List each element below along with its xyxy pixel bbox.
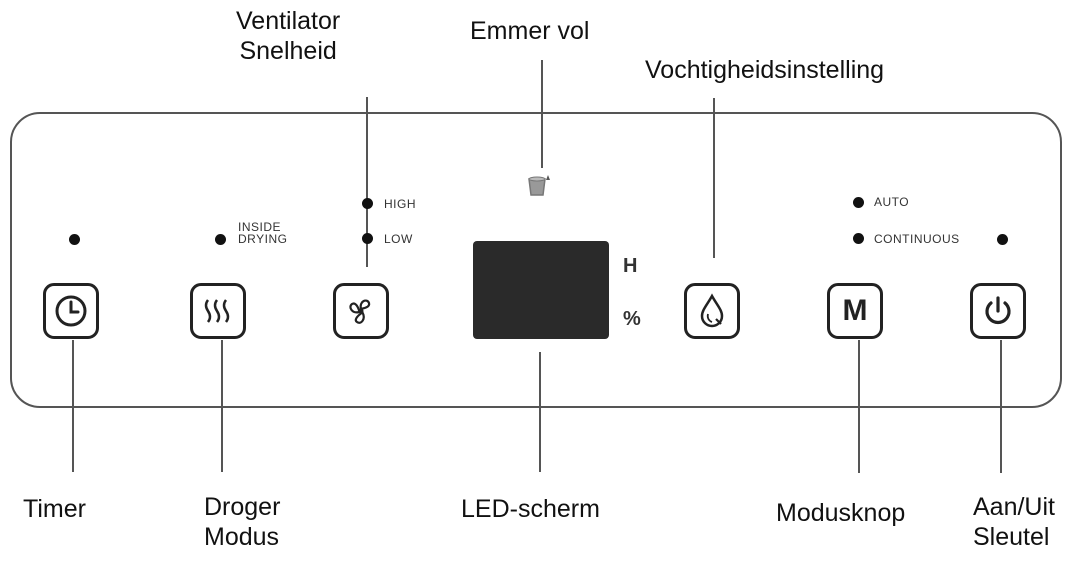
callout-dryer-mode-line2: Modus (204, 523, 280, 551)
callout-timer: Timer (23, 495, 86, 523)
power-icon (980, 293, 1016, 329)
high-label: HIGH (384, 197, 416, 211)
callout-led-screen: LED-scherm (461, 495, 600, 523)
callout-power-key-line1: Aan/Uit (973, 493, 1055, 521)
power-indicator-dot (997, 234, 1008, 245)
auto-label: AUTO (874, 195, 910, 209)
callout-mode-button: Modusknop (776, 499, 906, 527)
led-display (473, 241, 609, 339)
water-drop-icon (695, 292, 729, 330)
fan-speed-button[interactable] (333, 283, 389, 339)
low-indicator-dot (362, 233, 373, 244)
mode-button-glyph: M (842, 294, 868, 327)
heat-waves-icon (201, 296, 235, 326)
continuous-indicator-dot (853, 233, 864, 244)
dryer-mode-button[interactable] (190, 283, 246, 339)
unit-percent-label: % (623, 308, 641, 330)
callout-power-key-line2: Sleutel (973, 523, 1050, 551)
callout-dryer-mode: Droger Modus (204, 492, 280, 552)
callout-fan-speed: Ventilator Snelheid (236, 6, 340, 66)
inside-drying-indicator-dot (215, 234, 226, 245)
clock-icon (53, 293, 89, 329)
fan-icon (343, 293, 379, 329)
humidity-setting-button[interactable] (684, 283, 740, 339)
leader-timer (72, 340, 74, 472)
mode-button[interactable]: M (827, 283, 883, 339)
leader-mode-button (858, 340, 860, 473)
callout-humidity-setting: Vochtigheidsinstelling (645, 56, 885, 84)
timer-button[interactable] (43, 283, 99, 339)
leader-bucket-full (541, 60, 543, 168)
callout-dryer-mode-line1: Droger (204, 493, 281, 521)
bucket-icon (526, 173, 554, 199)
low-label: LOW (384, 232, 413, 246)
auto-indicator-dot (853, 197, 864, 208)
callout-fan-speed-line2: Snelheid (239, 37, 337, 65)
continuous-label: CONTINUOUS (874, 232, 960, 246)
power-button[interactable] (970, 283, 1026, 339)
leader-fan-speed (366, 97, 368, 267)
leader-dryer-mode (221, 340, 223, 472)
callout-bucket-full: Emmer vol (470, 17, 590, 45)
leader-power-key (1000, 340, 1002, 473)
inside-drying-label-line2: DRYING (238, 232, 288, 246)
callout-power-key: Aan/Uit Sleutel (973, 492, 1055, 552)
timer-indicator-dot (69, 234, 80, 245)
high-indicator-dot (362, 198, 373, 209)
inside-drying-label-line1: INSIDE (238, 220, 282, 234)
leader-led-screen (539, 352, 541, 472)
callout-fan-speed-line1: Ventilator (236, 7, 341, 35)
inside-drying-label: INSIDE DRYING (238, 221, 287, 245)
leader-humidity-setting (713, 98, 715, 258)
unit-h-label: H (623, 255, 638, 277)
